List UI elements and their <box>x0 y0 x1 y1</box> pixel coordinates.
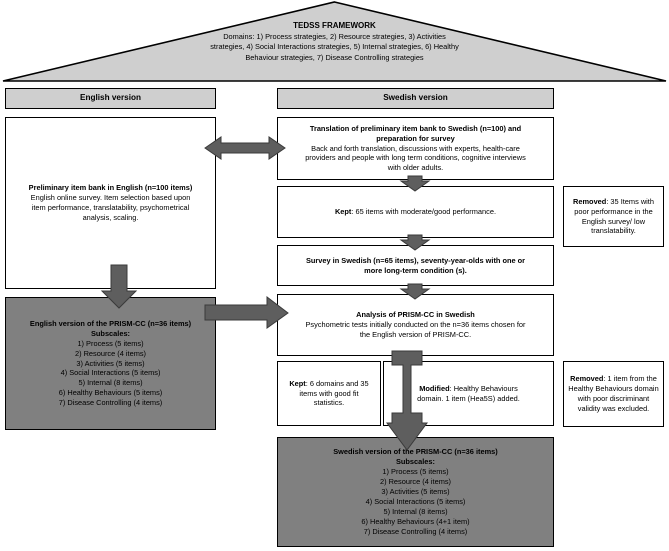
box-translation: Translation of preliminary item bank to … <box>277 117 554 180</box>
removed35-line-2: poor performance in the <box>574 206 653 216</box>
kept6-body-1: : 6 domains and 35 <box>305 378 369 388</box>
box-analysis-prism-cc: Analysis of PRISM-CC in Swedish Psychome… <box>277 294 554 356</box>
translation-line-3: with older adults. <box>387 163 444 173</box>
box-swedish-prism-cc: Swedish version of the PRISM-CC (n=36 it… <box>277 437 554 547</box>
box-english-prism-cc: English version of the PRISM-CC (n=36 it… <box>5 297 216 430</box>
box-preliminary-item-bank: Preliminary item bank in English (n=100 … <box>5 117 216 289</box>
removed1-line-3: with poor discriminant <box>577 394 650 403</box>
swedish-subscale-6: 6) Healthy Behaviours (4+1 item) <box>361 516 470 526</box>
arrow-bidirectional-translation <box>204 135 286 161</box>
english-subscale-2: 2) Resource (4 items) <box>74 348 147 358</box>
kept65-text: Kept: 65 items with moderate/good perfor… <box>335 207 496 217</box>
tedss-framework-triangle <box>0 0 669 84</box>
swedish-prism-subtitle: Subscales: <box>395 457 435 467</box>
box-removed-1-item: Removed: 1 item from the Healthy Behavio… <box>563 361 664 427</box>
modified-line-1: Modified: Healthy Behaviours <box>417 384 520 394</box>
english-prism-title: English version of the PRISM-CC (n=36 it… <box>29 318 192 328</box>
swedish-subscale-3: 3) Activities (5 items) <box>381 487 450 497</box>
arrow-down-preliminary-to-english <box>100 264 138 309</box>
survey-line-1: Survey in Swedish (n=65 items), seventy-… <box>305 255 526 265</box>
preliminary-title: Preliminary item bank in English (n=100 … <box>28 183 193 193</box>
english-subscale-4: 4) Social Interactions (5 items) <box>60 368 161 378</box>
english-subscale-1: 1) Process (5 items) <box>77 338 144 348</box>
survey-line-2: more long-term condition (s). <box>364 265 467 275</box>
english-subscale-7: 7) Disease Controlling (4 items) <box>58 398 163 408</box>
kept6-line-3: statistics. <box>313 398 345 408</box>
modified-line-2: domain. 1 item (Hea5S) added. <box>417 393 520 403</box>
removed1-line-2: Healthy Behaviours domain <box>568 384 659 394</box>
header-swedish-label: Swedish version <box>383 93 448 102</box>
removed35-line-3: English survey/ low <box>581 216 646 226</box>
analysis-line-2: the English version of PRISM-CC. <box>359 329 472 339</box>
analysis-title: Analysis of PRISM-CC in Swedish <box>356 310 475 320</box>
preliminary-line-1: English online survey. Item selection ba… <box>30 193 191 203</box>
modified-body-1: : Healthy Behaviours <box>449 383 518 393</box>
translation-line-1: Back and forth translation, discussions … <box>311 143 520 153</box>
removed1-body-1: : 1 item from the <box>603 374 657 384</box>
header-swedish-version: Swedish version <box>277 88 554 109</box>
arrow-down-translation-to-kept65 <box>399 175 431 192</box>
arrow-right-english-to-analysis <box>204 295 289 329</box>
kept6-label: Kept <box>289 378 306 388</box>
arrow-down-analysis-to-swedish-prism <box>386 350 428 451</box>
english-subscale-6: 6) Healthy Behaviours (5 items) <box>58 388 163 398</box>
removed1-label: Removed <box>570 374 604 384</box>
removed35-body-1: : 35 Items with <box>606 196 654 206</box>
removed35-line-1: Removed: 35 Items with <box>573 197 654 207</box>
translation-line-2: providers and people with long term cond… <box>305 153 526 163</box>
modified-label: Modified <box>419 383 450 393</box>
box-survey-swedish: Survey in Swedish (n=65 items), seventy-… <box>277 245 554 286</box>
swedish-subscale-5: 5) Internal (8 items) <box>383 506 448 516</box>
box-kept-6-domains: Kept: 6 domains and 35 items with good f… <box>277 361 381 426</box>
removed1-line-4: validity was excluded. <box>577 403 650 413</box>
kept65-body: : 65 items with moderate/good performanc… <box>351 207 497 217</box>
box-kept-65-items: Kept: 65 items with moderate/good perfor… <box>277 186 554 238</box>
swedish-prism-title: Swedish version of the PRISM-CC (n=36 it… <box>333 447 498 457</box>
kept6-line-1: Kept: 6 domains and 35 <box>289 379 368 389</box>
arrow-down-survey-to-analysis <box>399 283 431 300</box>
translation-title-2: preparation for survey <box>376 133 455 143</box>
analysis-line-1: Psychometric tests initially conducted o… <box>305 320 526 330</box>
swedish-subscale-4: 4) Social Interactions (5 items) <box>365 496 466 506</box>
swedish-subscale-1: 1) Process (5 items) <box>382 467 449 477</box>
box-removed-35-items: Removed: 35 Items with poor performance … <box>563 186 664 247</box>
preliminary-line-3: analysis, scaling. <box>82 212 139 222</box>
swedish-subscale-7: 7) Disease Controlling (4 items) <box>363 526 468 536</box>
preliminary-line-2: item performance, translatability, psych… <box>31 203 190 212</box>
english-prism-subtitle: Subscales: <box>90 328 131 338</box>
kept6-line-2: items with good fit <box>299 388 359 398</box>
english-subscale-3: 3) Activities (5 items) <box>76 358 145 368</box>
kept65-label: Kept <box>334 207 352 217</box>
arrow-down-kept65-to-survey <box>399 234 431 251</box>
removed35-label: Removed <box>573 196 607 206</box>
english-subscale-5: 5) Internal (8 items) <box>78 378 143 388</box>
removed1-line-1: Removed: 1 item from the <box>568 374 658 384</box>
removed35-line-4: translatability. <box>591 226 636 236</box>
header-english-label: English version <box>80 93 141 102</box>
header-english-version: English version <box>5 88 216 109</box>
swedish-subscale-2: 2) Resource (4 items) <box>379 477 452 487</box>
translation-title-1: Translation of preliminary item bank to … <box>309 123 522 133</box>
